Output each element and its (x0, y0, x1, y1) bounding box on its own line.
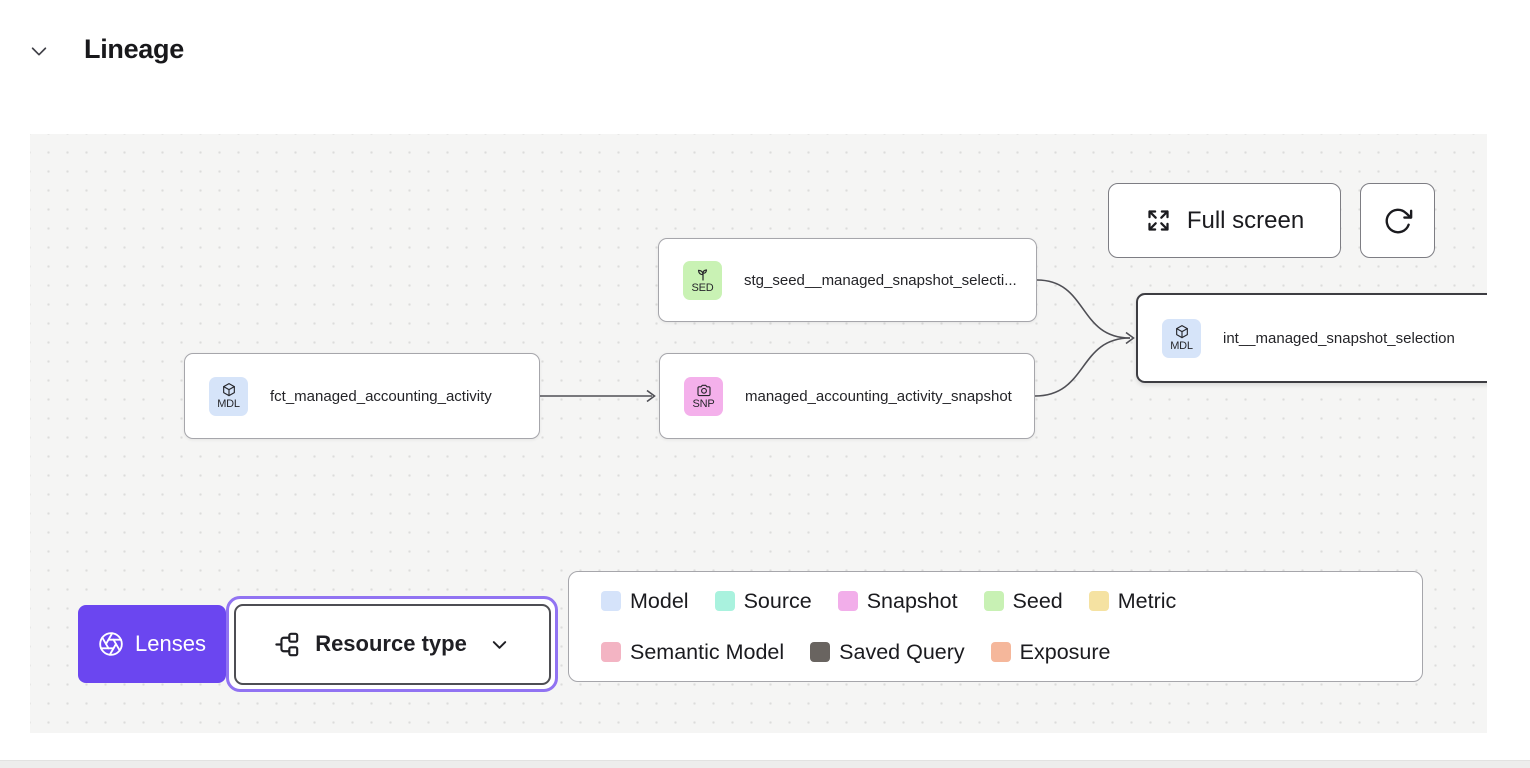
aperture-icon (99, 632, 123, 656)
badge-label: MDL (217, 397, 240, 410)
node-stg-seed-managed-snapshot-selection[interactable]: SED stg_seed__managed_snapshot_selecti..… (658, 238, 1037, 322)
legend-label: Saved Query (839, 639, 965, 664)
legend-swatch-source (714, 591, 735, 611)
legend-label: Metric (1117, 588, 1177, 613)
lenses-label: Lenses (135, 631, 206, 656)
node-label: managed_accounting_activity_snapshot (745, 387, 1012, 405)
node-label: fct_managed_accounting_activity (270, 387, 492, 405)
legend-label: Exposure (1019, 639, 1111, 664)
snapshot-badge: SNP (684, 376, 723, 416)
legend-swatch-model (601, 591, 621, 611)
refresh-icon (1385, 208, 1412, 233)
model-badge: MDL (1162, 318, 1201, 358)
legend-item-source: Source (714, 588, 812, 614)
full-screen-label: Full screen (1186, 206, 1305, 234)
camera-icon (696, 384, 711, 396)
legend-label: Source (743, 588, 812, 613)
legend-swatch-metric (1088, 591, 1109, 611)
refresh-button[interactable] (1360, 183, 1435, 258)
cube-icon (222, 382, 235, 396)
chevron-down-icon (492, 640, 507, 649)
seedling-icon (697, 268, 707, 281)
expand-icon (1148, 210, 1169, 231)
legend-item-snapshot: Snapshot (837, 588, 958, 614)
legend-swatch-seed (983, 591, 1004, 611)
legend-item-saved-query: Saved Query (810, 639, 965, 665)
node-int-managed-snapshot-selection[interactable]: MDL int__managed_snapshot_selection (1136, 293, 1487, 383)
resource-type-dropdown[interactable]: Resource type (233, 603, 551, 685)
model-badge: MDL (209, 376, 248, 416)
node-fct-managed-accounting-activity[interactable]: MDL fct_managed_accounting_activity (184, 353, 540, 439)
node-managed-accounting-activity-snapshot[interactable]: SNP managed_accounting_activity_snapshot (659, 353, 1035, 439)
lineage-canvas[interactable]: SED stg_seed__managed_snapshot_selecti..… (30, 134, 1487, 733)
legend-item-semantic-model: Semantic Model (601, 640, 784, 665)
legend: Model Source Snapshot Seed Metric Semant… (568, 571, 1423, 682)
legend-swatch-semantic-model (601, 642, 621, 662)
full-screen-button[interactable]: Full screen (1108, 183, 1341, 258)
legend-swatch-saved-query (810, 642, 831, 662)
page-title: Lineage (84, 34, 184, 64)
node-label: int__managed_snapshot_selection (1223, 329, 1455, 347)
badge-label: SED (691, 281, 714, 294)
legend-label: Semantic Model (630, 639, 785, 664)
seed-badge: SED (683, 260, 722, 300)
lenses-button[interactable]: Lenses (78, 605, 226, 683)
node-label: stg_seed__managed_snapshot_selecti... (744, 271, 1017, 289)
legend-item-model: Model (601, 589, 689, 614)
lineage-section-header: Lineage (0, 0, 1530, 100)
chevron-down-icon[interactable] (28, 40, 50, 62)
resource-type-focus-ring: Resource type (226, 596, 558, 692)
legend-swatch-exposure (990, 642, 1011, 662)
hierarchy-icon (275, 632, 299, 656)
badge-label: SNP (692, 397, 715, 410)
legend-label: Model (630, 588, 689, 613)
legend-item-exposure: Exposure (990, 639, 1111, 665)
legend-swatch-snapshot (837, 591, 858, 611)
legend-item-seed: Seed (983, 588, 1063, 614)
badge-label: MDL (1170, 339, 1193, 352)
bottom-divider (0, 760, 1530, 768)
cube-icon (1175, 324, 1188, 338)
legend-label: Seed (1012, 588, 1063, 613)
resource-type-label: Resource type (315, 631, 467, 656)
legend-item-metric: Metric (1088, 588, 1177, 614)
legend-label: Snapshot (866, 588, 958, 613)
